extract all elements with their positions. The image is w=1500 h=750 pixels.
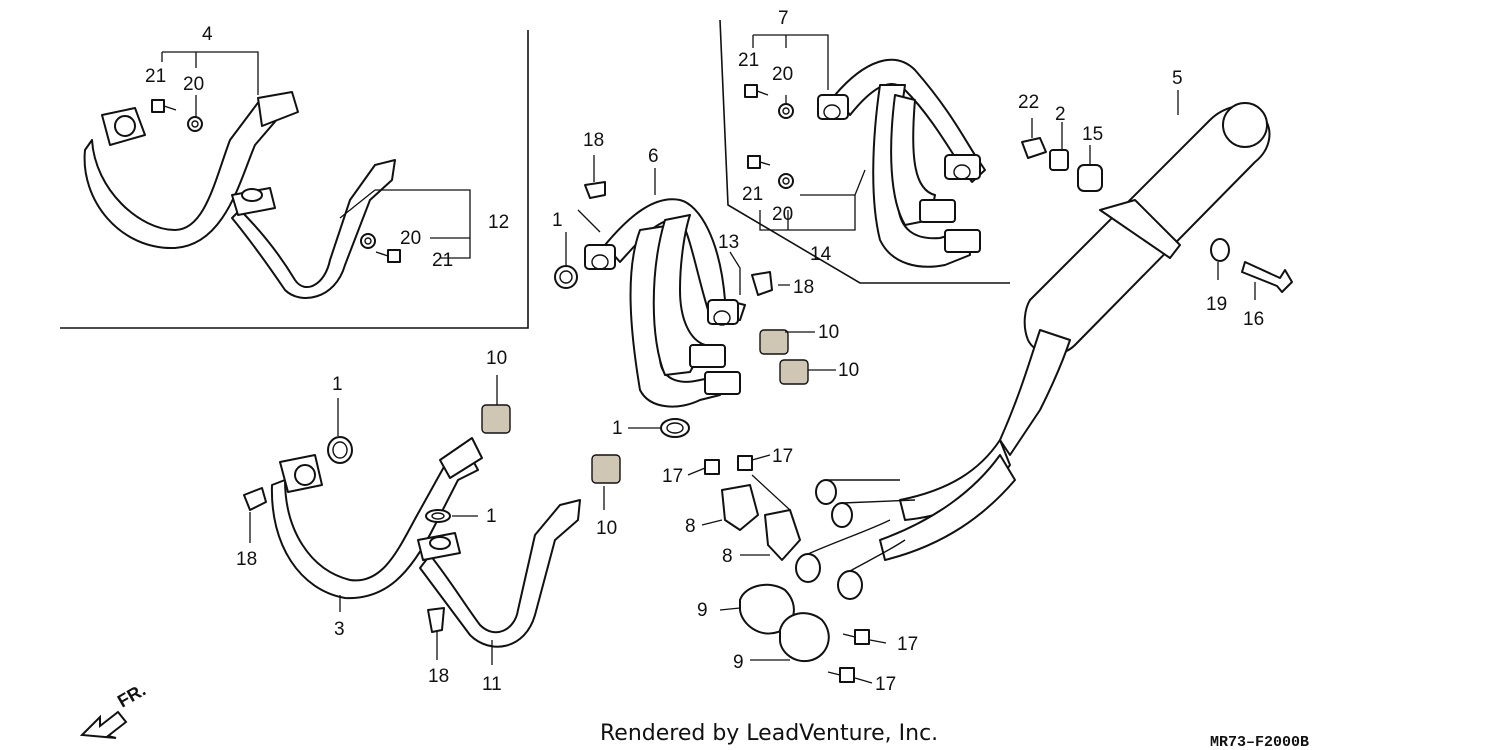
direction-label: FR. — [114, 680, 149, 712]
callout-4: 4 — [202, 24, 213, 45]
front-direction-arrow-icon: FR. — [79, 680, 149, 739]
part-exhaust-pipe-12 — [231, 159, 396, 299]
callout-17: 17 — [875, 674, 896, 695]
part-bolt-17-b — [737, 455, 753, 471]
part-gasket-1-b — [660, 418, 690, 438]
callout-20: 20 — [183, 74, 204, 95]
callout-18: 18 — [428, 666, 449, 687]
part-muffler-5 — [879, 102, 1271, 561]
part-exhaust-pipe-11 — [417, 499, 581, 648]
callout-5: 5 — [1172, 68, 1183, 89]
part-exhaust-pipe-6 — [584, 198, 746, 408]
callout-18: 18 — [583, 130, 604, 151]
part-bolt-16 — [1241, 261, 1293, 293]
callout-8: 8 — [722, 546, 733, 567]
part-bolt-17-c — [842, 629, 870, 645]
part-gasket-1-c — [327, 436, 353, 464]
part-bolt-18-d — [427, 607, 445, 633]
callout-21: 21 — [738, 50, 759, 71]
part-muffler-outlets — [795, 479, 916, 600]
part-bolt-21-a — [151, 99, 177, 113]
callout-14: 14 — [810, 244, 832, 265]
callout-10: 10 — [486, 348, 507, 369]
part-clamp-9-b — [779, 612, 830, 663]
callout-19: 19 — [1206, 294, 1227, 315]
part-nut-22 — [1021, 137, 1047, 159]
credit-text: Rendered by LeadVenture, Inc. — [600, 721, 938, 746]
callout-15: 15 — [1082, 124, 1103, 145]
callout-9: 9 — [733, 652, 744, 673]
callout-9: 9 — [697, 600, 708, 621]
callout-20: 20 — [400, 228, 421, 249]
part-washer-20-b — [360, 233, 376, 249]
callout-16: 16 — [1243, 309, 1264, 330]
inset-right-border — [719, 19, 1010, 284]
callout-1: 1 — [332, 374, 343, 395]
part-washer-19 — [1210, 238, 1230, 262]
part-gasket-10-c — [481, 404, 511, 434]
part-bolt-18-a — [584, 181, 606, 199]
leader-lines — [161, 34, 1256, 684]
callout-21: 21 — [742, 184, 763, 205]
callout-18: 18 — [793, 277, 814, 298]
inset-left-border — [60, 30, 529, 329]
part-clamp-8-b — [764, 509, 801, 561]
callout-17: 17 — [897, 634, 918, 655]
part-gasket-1-d — [425, 509, 451, 523]
callout-20: 20 — [772, 64, 793, 85]
callout-11: 11 — [482, 674, 502, 695]
callout-3: 3 — [334, 619, 345, 640]
callout-13: 13 — [718, 232, 739, 253]
callout-1: 1 — [612, 418, 623, 439]
part-washer-20-c — [778, 103, 794, 119]
part-gasket-10-a — [759, 329, 789, 355]
part-bolt-18-b — [751, 271, 773, 296]
callout-21: 21 — [432, 250, 453, 271]
callout-2: 2 — [1055, 104, 1066, 125]
part-bolt-18-c — [243, 487, 267, 511]
part-gasket-10-b — [779, 359, 809, 385]
callout-10: 10 — [596, 518, 617, 539]
part-washer-20-a — [187, 116, 203, 132]
diagram-code: MR73–F2000B — [1210, 734, 1309, 750]
part-gasket-10-d — [591, 454, 621, 484]
part-bolt-21-b — [375, 249, 401, 263]
callout-22: 22 — [1018, 92, 1039, 113]
callout-10: 10 — [838, 360, 859, 381]
part-clamp-8-a — [721, 484, 759, 531]
part-gasket-1-a — [554, 265, 578, 289]
callout-1: 1 — [486, 506, 497, 527]
callout-18: 18 — [236, 549, 257, 570]
part-exhaust-pipe-3 — [270, 437, 483, 600]
part-rubber-15 — [1077, 164, 1103, 192]
part-bolt-17-a — [704, 459, 720, 475]
callout-labels: 4 21 20 12 20 21 7 21 20 21 20 14 18 6 1… — [145, 8, 1264, 695]
callout-1: 1 — [552, 210, 563, 231]
callout-17: 17 — [662, 466, 683, 487]
part-bolt-21-c — [744, 84, 769, 98]
callout-10: 10 — [818, 322, 839, 343]
part-collar-2 — [1049, 149, 1069, 171]
callout-17: 17 — [772, 446, 793, 467]
callout-12: 12 — [488, 212, 509, 233]
callout-8: 8 — [685, 516, 696, 537]
callout-20: 20 — [772, 204, 793, 225]
callout-21: 21 — [145, 66, 166, 87]
callout-7: 7 — [778, 8, 789, 29]
callout-6: 6 — [648, 146, 659, 167]
part-exhaust-pipe-4 — [83, 91, 299, 250]
part-washer-20-d — [778, 173, 794, 189]
part-bolt-21-d — [747, 155, 771, 169]
part-exhaust-pipe-7 — [817, 58, 986, 268]
part-bolt-17-d — [827, 667, 855, 683]
